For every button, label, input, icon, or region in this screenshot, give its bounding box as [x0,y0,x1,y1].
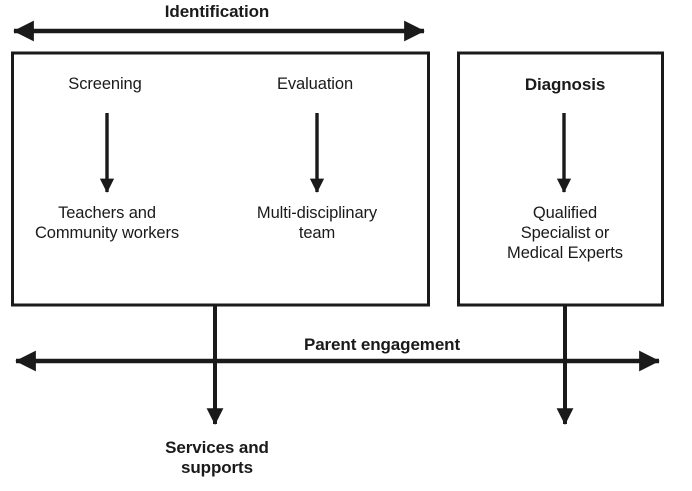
label-diagnosis: Diagnosis [524,75,606,94]
label-identification: Identification [164,2,270,21]
label-teachers-and-community-workers: Teachers and Community workers [34,204,180,242]
label-services-and-supports: Services and supports [165,438,269,478]
identification-box [11,51,430,307]
label-evaluation: Evaluation [276,75,354,93]
label-parent-engagement: Parent engagement [303,335,461,354]
diagnosis-box [457,51,664,307]
label-multi-disciplinary-team: Multi-disciplinary team [256,204,378,242]
label-qualified-specialist-or-medical-experts: Qualified Specialist or Medical Experts [507,204,623,262]
label-screening: Screening [68,75,142,93]
